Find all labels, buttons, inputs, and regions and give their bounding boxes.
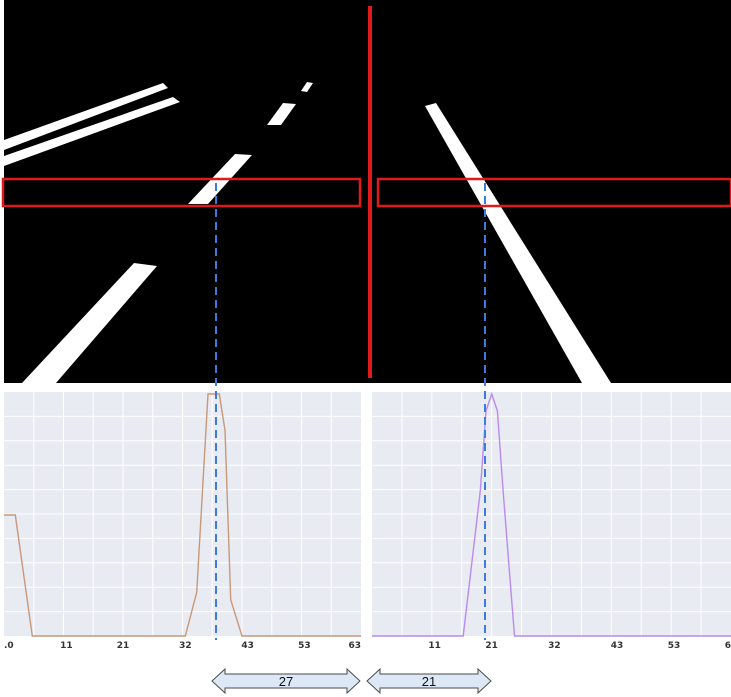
lane-marking-dash-2 [267,103,296,125]
left-search-window [1,177,362,208]
right-x-tick-label: 43 [611,641,624,651]
left-x-tick-label: 32 [179,641,192,651]
left-distance-arrow: 27 [211,667,361,695]
left-distance-arrow-shape [211,667,361,695]
left-x-tick-label: 53 [298,641,311,651]
right-x-tick-label: 21 [485,641,498,651]
left-x-tick-label: 11 [60,641,73,651]
right-distance-arrow-shape [366,667,492,695]
road-image [4,0,731,383]
left-distance-label: 27 [279,674,293,689]
lane-marking-right [425,103,611,383]
right-x-tick-label: 11 [428,641,441,651]
lane-marking-near-left [22,263,157,383]
left-x-tick-label: .0 [4,641,14,651]
right-x-tick-label: 6 [725,641,731,651]
left-x-tick-label: 21 [117,641,130,651]
left-histogram: .0 11 21 32 43 53 63 [4,392,361,651]
left-x-tick-label: 63 [348,641,361,651]
histogram-plots: .0 11 21 32 43 53 63 11 21 32 43 53 6 [4,391,731,651]
lane-marking-far-left-1 [4,83,168,150]
lane-marking-dash-3 [301,82,313,92]
right-x-tick-label: 53 [668,641,681,651]
left-x-tick-label: 43 [241,641,254,651]
right-distance-arrow: 21 [366,667,492,695]
road-background [4,0,731,383]
right-x-tick-label: 32 [548,641,561,651]
right-distance-label: 21 [422,674,436,689]
right-search-window [376,177,731,208]
right-series-line-0 [372,391,731,637]
right-histogram: 11 21 32 43 53 6 [372,391,731,651]
lane-marking-far-left-2 [4,97,180,166]
left-series-line-0 [4,393,361,637]
